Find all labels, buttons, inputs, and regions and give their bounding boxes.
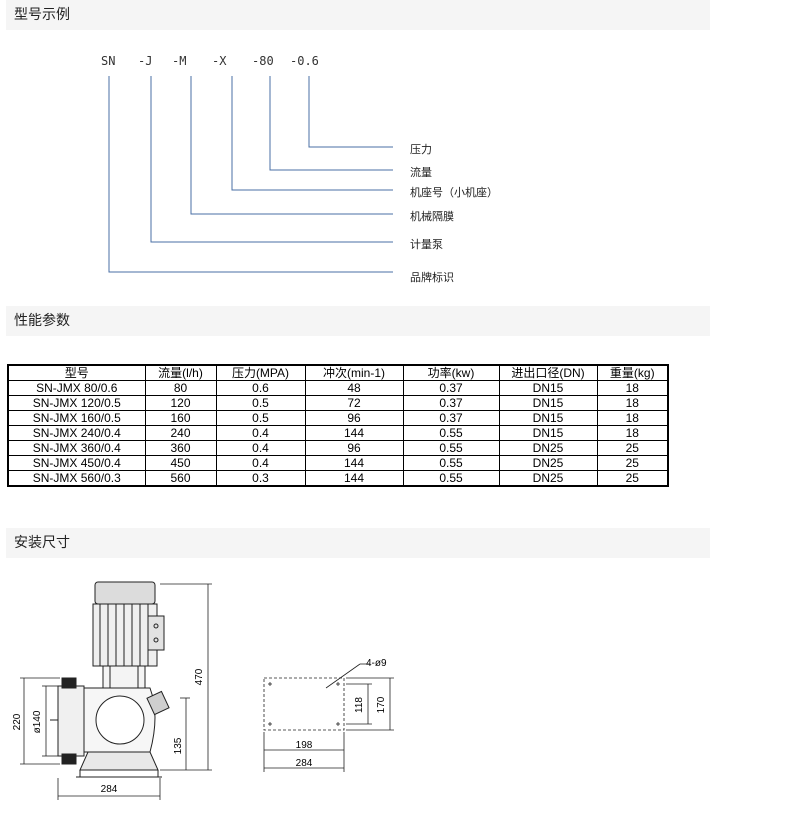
code-part-flow: -80 (252, 54, 274, 68)
cell-flow: 240 (144, 425, 217, 441)
table-row: SN-JMX 450/0.4 450 0.4 144 0.55 DN25 25 (7, 455, 669, 471)
cell-port: DN15 (498, 395, 598, 411)
cell-port: DN25 (498, 455, 598, 471)
cell-flow: 120 (144, 395, 217, 411)
cell-port: DN15 (498, 425, 598, 441)
cell-weight: 18 (596, 395, 669, 411)
section-performance: 性能参数 (6, 306, 710, 336)
cell-port: DN25 (498, 470, 598, 487)
cell-weight: 18 (596, 410, 669, 426)
th-weight: 重量(kg) (596, 364, 669, 381)
cell-stroke: 96 (304, 410, 404, 426)
section-model-example: 型号示例 (6, 0, 710, 30)
code-part-pressure: -0.6 (290, 54, 319, 68)
th-model: 型号 (7, 364, 146, 381)
th-flow: 流量(l/h) (144, 364, 217, 381)
section-title-install-size: 安装尺寸 (14, 535, 70, 551)
cell-model: SN-JMX 240/0.4 (7, 425, 146, 441)
cell-pressure: 0.4 (215, 455, 306, 471)
th-port: 进出口径(DN) (498, 364, 598, 381)
section-title-performance: 性能参数 (14, 313, 70, 329)
base-plate-drawing: 4-ø9 118 170 198 284 (263, 658, 394, 772)
cell-pressure: 0.3 (215, 470, 306, 487)
legend-metering-pump: 计量泵 (410, 238, 443, 251)
dim-height-total: 470 (194, 668, 205, 685)
cell-model: SN-JMX 360/0.4 (7, 440, 146, 456)
cell-model: SN-JMX 560/0.3 (7, 470, 146, 487)
cell-port: DN25 (498, 440, 598, 456)
dim-width-284-left: 284 (101, 784, 118, 795)
cell-weight: 25 (596, 470, 669, 487)
cell-power: 0.55 (402, 425, 500, 441)
cell-power: 0.55 (402, 440, 500, 456)
cell-model: SN-JMX 160/0.5 (7, 410, 146, 426)
cell-stroke: 48 (304, 380, 404, 396)
code-part-frame: -X (212, 54, 227, 68)
cell-pressure: 0.5 (215, 410, 306, 426)
cell-weight: 25 (596, 440, 669, 456)
cell-pressure: 0.4 (215, 425, 306, 441)
table-row: SN-JMX 560/0.3 560 0.3 144 0.55 DN25 25 (7, 470, 669, 487)
cell-flow: 80 (144, 380, 217, 396)
dim-diameter: ø140 (32, 710, 43, 733)
cell-model: SN-JMX 80/0.6 (7, 380, 146, 396)
dim-holes: 4-ø9 (366, 658, 387, 669)
cell-flow: 560 (144, 470, 217, 487)
table-row: SN-JMX 80/0.6 80 0.6 48 0.37 DN15 18 (7, 380, 669, 396)
cell-flow: 450 (144, 455, 217, 471)
legend-pressure: 压力 (410, 143, 432, 156)
dim-height-135: 135 (173, 737, 184, 754)
code-part-pump: -J (138, 54, 153, 68)
cell-weight: 18 (596, 380, 669, 396)
section-title-model-example: 型号示例 (14, 7, 70, 23)
cell-power: 0.37 (402, 380, 500, 396)
legend-brand: 品牌标识 (410, 271, 454, 284)
cell-power: 0.55 (402, 470, 500, 487)
cell-stroke: 72 (304, 395, 404, 411)
code-part-brand: SN (101, 54, 116, 68)
th-pressure: 压力(MPA) (215, 364, 306, 381)
table-row: SN-JMX 120/0.5 120 0.5 72 0.37 DN15 18 (7, 395, 669, 411)
code-part-diaphragm: -M (172, 54, 187, 68)
cell-stroke: 144 (304, 455, 404, 471)
th-power: 功率(kw) (402, 364, 500, 381)
cell-power: 0.37 (402, 395, 500, 411)
cell-port: DN15 (498, 380, 598, 396)
table-header-row: 型号 流量(l/h) 压力(MPA) 冲次(min-1) 功率(kw) 进出口径… (7, 364, 669, 381)
cell-model: SN-JMX 450/0.4 (7, 455, 146, 471)
table-row: SN-JMX 240/0.4 240 0.4 144 0.55 DN15 18 (7, 425, 669, 441)
cell-power: 0.55 (402, 455, 500, 471)
table-row: SN-JMX 360/0.4 360 0.4 96 0.55 DN25 25 (7, 440, 669, 456)
cell-port: DN15 (498, 410, 598, 426)
cell-model: SN-JMX 120/0.5 (7, 395, 146, 411)
th-stroke: 冲次(min-1) (304, 364, 404, 381)
dim-118: 118 (354, 697, 365, 713)
cell-stroke: 144 (304, 470, 404, 487)
performance-table: 型号 流量(l/h) 压力(MPA) 冲次(min-1) 功率(kw) 进出口径… (7, 364, 669, 487)
cell-pressure: 0.5 (215, 395, 306, 411)
cell-stroke: 144 (304, 425, 404, 441)
model-code-leader-lines (108, 76, 393, 273)
legend-flow: 流量 (410, 166, 432, 179)
cell-flow: 360 (144, 440, 217, 456)
cell-stroke: 96 (304, 440, 404, 456)
cell-weight: 18 (596, 425, 669, 441)
cell-power: 0.37 (402, 410, 500, 426)
dim-height-220: 220 (12, 713, 23, 730)
table-row: SN-JMX 160/0.5 160 0.5 96 0.37 DN15 18 (7, 410, 669, 426)
cell-pressure: 0.6 (215, 380, 306, 396)
cell-pressure: 0.4 (215, 440, 306, 456)
dim-170: 170 (376, 696, 387, 713)
cell-weight: 25 (596, 455, 669, 471)
dim-width-284-right: 284 (296, 758, 313, 769)
legend-frame: 机座号（小机座） (410, 186, 498, 199)
dim-198: 198 (296, 740, 313, 751)
section-install-size: 安装尺寸 (6, 528, 710, 558)
cell-flow: 160 (144, 410, 217, 426)
legend-diaphragm: 机械隔膜 (410, 210, 454, 223)
pump-dimension-drawing: 470 135 220 ø140 284 (12, 581, 212, 800)
